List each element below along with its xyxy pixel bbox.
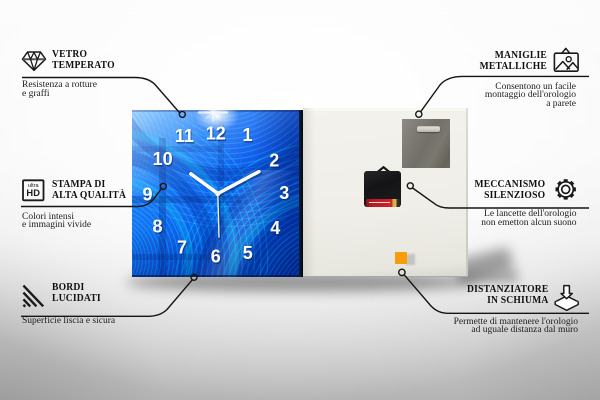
- svg-text:9: 9: [142, 185, 152, 205]
- svg-text:6: 6: [211, 247, 221, 267]
- svg-text:1: 1: [243, 126, 253, 146]
- svg-text:4: 4: [270, 218, 280, 238]
- svg-text:8: 8: [152, 217, 162, 237]
- svg-text:10: 10: [154, 151, 174, 171]
- svg-text:1: 1: [242, 125, 252, 145]
- svg-text:8: 8: [153, 218, 163, 238]
- svg-text:5: 5: [243, 243, 253, 263]
- svg-text:12: 12: [206, 124, 226, 144]
- svg-text:2: 2: [269, 150, 279, 170]
- svg-text:9: 9: [143, 186, 153, 206]
- svg-text:7: 7: [178, 239, 188, 259]
- svg-text:7: 7: [177, 237, 187, 257]
- svg-text:6: 6: [212, 248, 222, 268]
- svg-text:4: 4: [271, 219, 281, 239]
- svg-text:10: 10: [153, 149, 173, 169]
- svg-text:3: 3: [279, 183, 289, 203]
- svg-text:11: 11: [176, 127, 195, 147]
- svg-text:5: 5: [244, 245, 254, 265]
- svg-text:11: 11: [175, 126, 194, 146]
- svg-text:2: 2: [270, 152, 280, 172]
- svg-text:3: 3: [280, 185, 290, 205]
- svg-text:12: 12: [207, 125, 227, 145]
